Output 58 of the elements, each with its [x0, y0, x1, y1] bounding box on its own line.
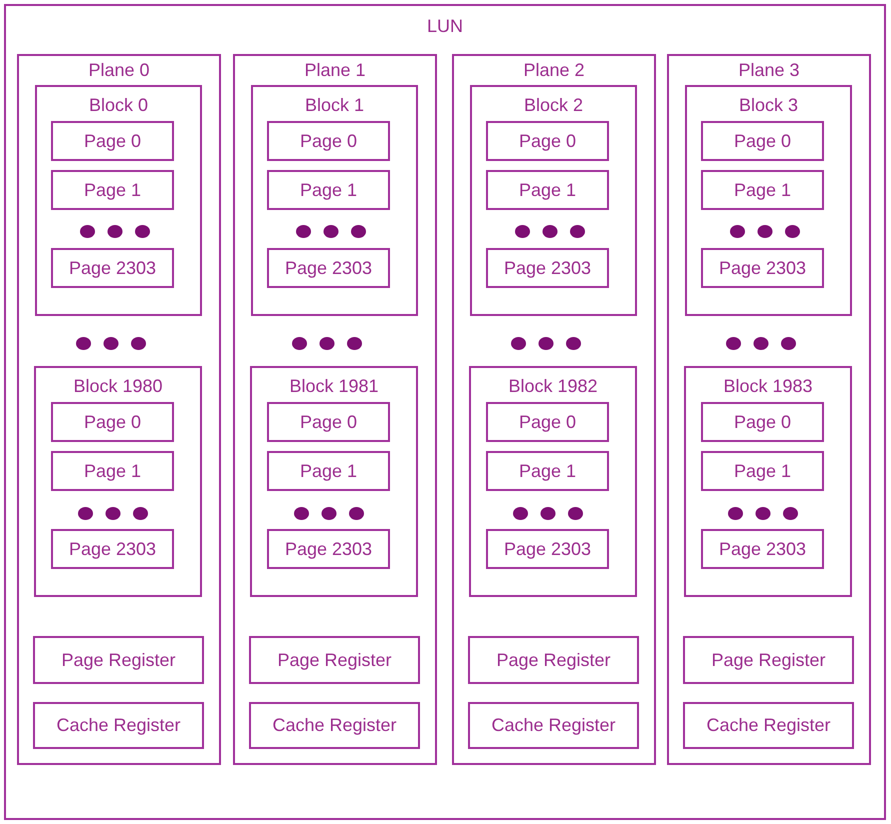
- plane-label: Plane 0: [88, 60, 150, 81]
- register-box: Page Register: [33, 636, 204, 684]
- plane-label: Plane 2: [523, 60, 585, 81]
- page-box: Page 0: [701, 402, 824, 442]
- lun-frame: [4, 4, 886, 820]
- register-box: Page Register: [683, 636, 854, 684]
- page-box: Page 1: [701, 451, 824, 491]
- block-label: Block 1: [304, 95, 364, 116]
- page-box: Page 0: [267, 402, 390, 442]
- page-box: Page 2303: [486, 248, 609, 288]
- page-box: Page 2303: [701, 529, 824, 569]
- register-box: Cache Register: [249, 702, 420, 749]
- block-label: Block 3: [738, 95, 798, 116]
- register-box: Page Register: [249, 636, 420, 684]
- register-box: Cache Register: [468, 702, 639, 749]
- plane-panel: [667, 54, 871, 765]
- block-label: Block 2: [524, 95, 584, 116]
- block-panel: [470, 85, 637, 316]
- plane-label: Plane 3: [738, 60, 800, 81]
- block-panel: [34, 366, 202, 597]
- page-box: Page 0: [701, 121, 824, 161]
- block-label: Block 0: [88, 95, 148, 116]
- page-box: Page 0: [267, 121, 390, 161]
- page-box: Page 2303: [51, 248, 174, 288]
- page-box: Page 2303: [267, 248, 390, 288]
- block-panel: [35, 85, 202, 316]
- page-box: Page 0: [486, 121, 609, 161]
- plane-panel: [233, 54, 437, 765]
- page-box: Page 1: [267, 451, 390, 491]
- page-box: Page 2303: [486, 529, 609, 569]
- block-label: Block 1981: [289, 376, 379, 397]
- block-panel: [685, 85, 852, 316]
- page-box: Page 1: [267, 170, 390, 210]
- block-panel: [469, 366, 637, 597]
- plane-label: Plane 1: [304, 60, 366, 81]
- block-label: Block 1982: [508, 376, 598, 397]
- page-box: Page 0: [51, 402, 174, 442]
- page-box: Page 2303: [267, 529, 390, 569]
- page-box: Page 2303: [51, 529, 174, 569]
- block-label: Block 1983: [723, 376, 813, 397]
- page-box: Page 1: [51, 170, 174, 210]
- block-panel: [250, 366, 418, 597]
- block-label: Block 1980: [73, 376, 163, 397]
- register-box: Cache Register: [683, 702, 854, 749]
- register-box: Cache Register: [33, 702, 204, 749]
- block-panel: [684, 366, 852, 597]
- plane-panel: [452, 54, 656, 765]
- page-box: Page 0: [51, 121, 174, 161]
- page-box: Page 0: [486, 402, 609, 442]
- page-box: Page 2303: [701, 248, 824, 288]
- block-panel: [251, 85, 418, 316]
- page-box: Page 1: [701, 170, 824, 210]
- page-box: Page 1: [51, 451, 174, 491]
- plane-panel: [17, 54, 221, 765]
- register-box: Page Register: [468, 636, 639, 684]
- page-box: Page 1: [486, 170, 609, 210]
- lun-label: LUN: [427, 16, 463, 37]
- page-box: Page 1: [486, 451, 609, 491]
